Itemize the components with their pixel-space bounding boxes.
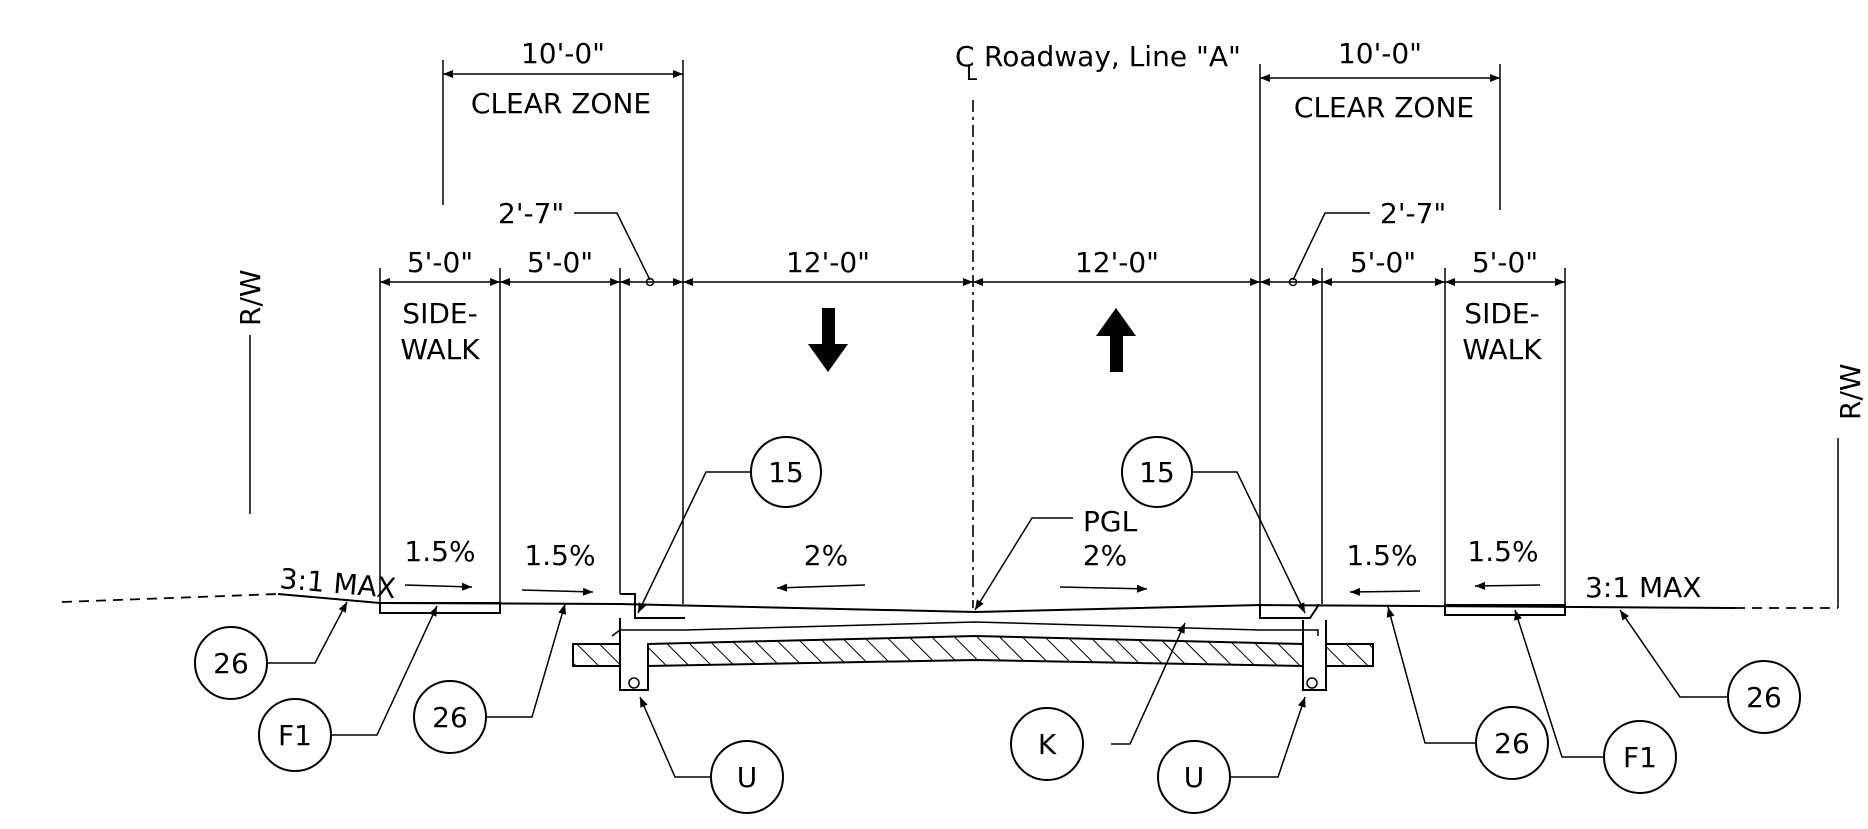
svg-text:U: U <box>1184 761 1205 794</box>
centerline-sub-symbol: L <box>966 61 978 85</box>
left-sidewalk-label-line2: WALK <box>400 333 480 366</box>
left-buffer-slope-arrow <box>521 587 594 596</box>
svg-text:15: 15 <box>768 456 804 489</box>
left-sidewalk-width: 5'-0" <box>407 246 473 279</box>
profile-grade-line-label: PGL <box>1083 505 1138 538</box>
callout-left-fill-subgrade: 26 <box>194 626 268 700</box>
left-sidewalk-slab <box>379 602 501 614</box>
svg-text:26: 26 <box>1494 727 1530 760</box>
right-lane-width: 12'-0" <box>1075 246 1159 279</box>
callout-left-sidewalk-section: F1 <box>258 698 332 772</box>
right-sidewalk-label-line1: SIDE- <box>1464 297 1539 330</box>
svg-text:F1: F1 <box>278 719 312 752</box>
left-curb-gutter <box>620 593 685 619</box>
callout-left-underdrain: U <box>710 740 784 814</box>
pavement-base-left <box>572 643 621 667</box>
left-sidewalk-slope: 1.5% <box>404 535 475 568</box>
callout-left-curb: 15 <box>750 436 822 508</box>
right-clear-zone-label: CLEAR ZONE <box>1294 91 1474 124</box>
southbound-direction-arrow <box>808 308 848 372</box>
svg-text:26: 26 <box>432 701 468 734</box>
callout-right-sidewalk-section: F1 <box>1603 720 1677 794</box>
left-sidewalk-label-line1: SIDE- <box>402 297 477 330</box>
right-buffer-width: 5'-0" <box>1350 246 1416 279</box>
centerline-label: Roadway, Line "A" <box>984 40 1241 73</box>
left-lane-slope: 2% <box>804 539 848 572</box>
centerline-symbol: C <box>955 40 975 73</box>
northbound-direction-arrow <box>1096 308 1136 372</box>
right-gutter-leader <box>1292 212 1370 281</box>
right-gutter-offset: 2'-7" <box>1380 197 1446 230</box>
left-buffer-slope: 1.5% <box>524 539 595 572</box>
callout-leaders <box>267 471 1728 778</box>
right-buffer-slope-arrow <box>1349 587 1421 596</box>
right-fill-slope: 3:1 MAX <box>1585 571 1701 604</box>
ground-profile <box>61 438 1839 614</box>
right-sidewalk-slope: 1.5% <box>1467 535 1538 568</box>
svg-text:26: 26 <box>1746 681 1782 714</box>
svg-text:26: 26 <box>213 647 249 680</box>
svg-text:F1: F1 <box>1623 741 1657 774</box>
left-lane-slope-arrow <box>776 583 866 592</box>
right-clear-zone-dimension: 10'-0" <box>1338 37 1422 70</box>
right-sidewalk-slope-arrow <box>1474 581 1541 590</box>
left-curb-body <box>619 618 649 691</box>
callout-left-buffer-subgrade: 26 <box>413 680 487 754</box>
left-underdrain-pipe <box>628 677 640 689</box>
svg-text:15: 15 <box>1139 456 1175 489</box>
right-sidewalk-width: 5'-0" <box>1472 246 1538 279</box>
callout-pavement-section: K <box>1010 707 1084 781</box>
callout-right-fill-subgrade: 26 <box>1727 660 1801 734</box>
callout-right-buffer-subgrade: 26 <box>1475 706 1549 780</box>
right-underdrain-pipe <box>1306 677 1318 689</box>
right-buffer-slope: 1.5% <box>1346 539 1417 572</box>
left-sidewalk-slope-arrow <box>404 582 473 591</box>
left-lane-width: 12'-0" <box>786 246 870 279</box>
left-buffer-width: 5'-0" <box>527 246 593 279</box>
right-lane-slope: 2% <box>1083 539 1127 572</box>
left-gutter-offset: 2'-7" <box>498 197 564 230</box>
dimension-extension-lines <box>379 268 1566 605</box>
callout-right-curb: 15 <box>1121 436 1193 508</box>
svg-text:U: U <box>737 761 758 794</box>
right-right-of-way-label: R/W <box>1834 363 1867 420</box>
right-lane-slope-arrow <box>1059 584 1148 593</box>
right-sidewalk-slab <box>1444 604 1566 616</box>
pavement-base-right <box>1325 643 1374 667</box>
left-clear-zone-label: CLEAR ZONE <box>471 87 651 120</box>
left-clear-zone-dimension: 10'-0" <box>521 37 605 70</box>
callout-right-underdrain: U <box>1157 740 1231 814</box>
left-right-of-way-label: R/W <box>234 269 267 326</box>
pavement-base-main <box>647 634 1304 668</box>
right-sidewalk-label-line2: WALK <box>1462 333 1542 366</box>
left-gutter-leader <box>574 212 651 281</box>
pavement-top <box>611 621 1319 637</box>
svg-text:K: K <box>1038 728 1057 761</box>
right-curb-gutter <box>1259 604 1319 619</box>
